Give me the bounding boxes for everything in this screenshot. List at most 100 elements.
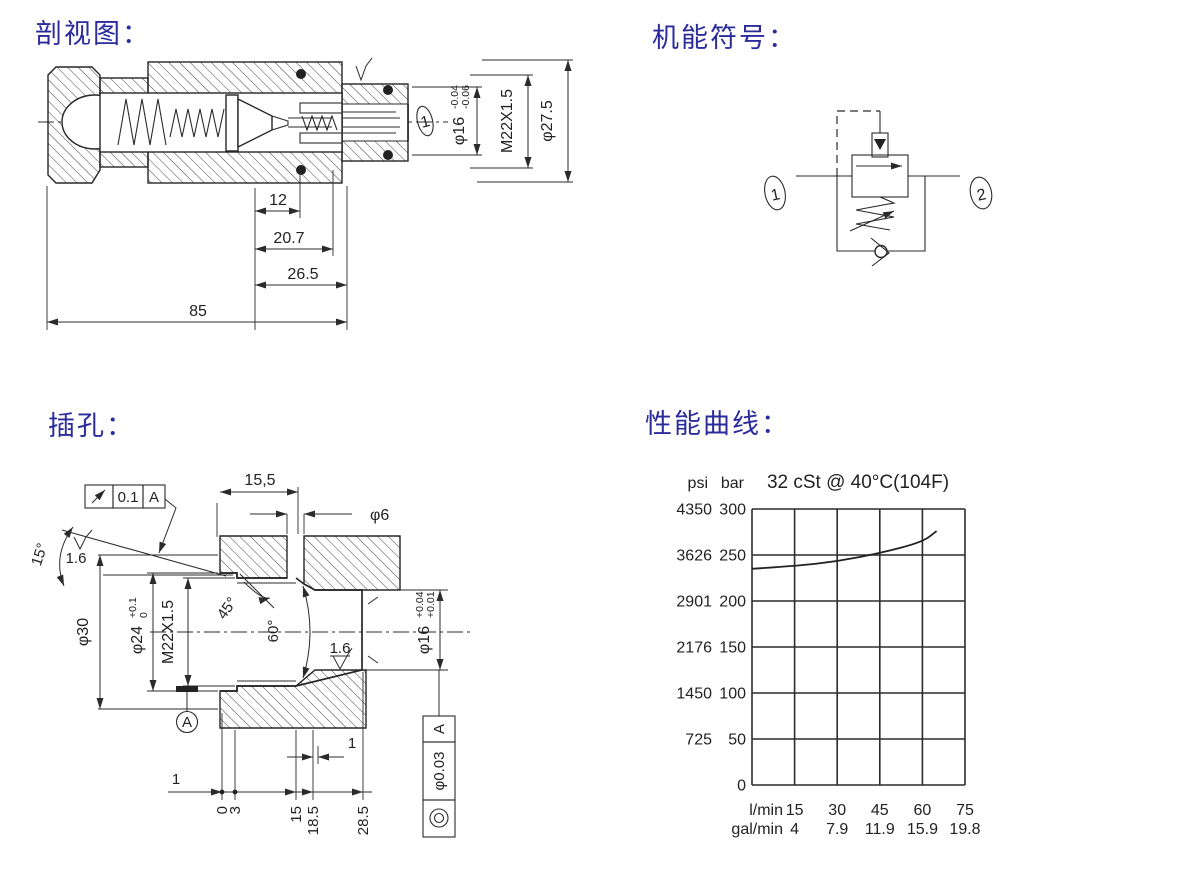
performance-curve xyxy=(751,530,938,570)
angle-45-label: 45° xyxy=(214,594,241,622)
cavity-material xyxy=(303,535,401,591)
svg-text:+0.1: +0.1 xyxy=(127,597,139,618)
rough-seal-label: 1.6 xyxy=(66,550,87,567)
galmin-tick-label: 19.8 xyxy=(949,821,980,838)
undercut-1-label: 1 xyxy=(348,735,356,752)
bypass-line xyxy=(836,176,926,252)
check-valve-seat-icon xyxy=(870,237,890,267)
psi-tick-label: 2176 xyxy=(676,640,712,657)
cavity-material xyxy=(219,669,367,729)
dim-85-label: 85 xyxy=(189,303,207,320)
main-valve-box xyxy=(851,154,909,198)
o-ring-icon xyxy=(383,150,393,160)
pilot-line xyxy=(836,110,880,176)
runout-datum: A xyxy=(149,489,159,506)
bar-axis-unit: bar xyxy=(721,475,745,492)
function-symbol-drawing: 1 2 xyxy=(764,110,993,267)
cavity-drawing: 15° 1.6 0.1 A 15,5 φ6 xyxy=(28,472,470,838)
angle-15-label: 15° xyxy=(28,541,51,568)
performance-chart: psi bar 32 cSt @ 40°C(104F) l/min gal/mi… xyxy=(676,472,980,838)
pilot-spring-icon xyxy=(301,114,338,132)
pilot-valve-box xyxy=(871,132,889,158)
surface-finish-icon xyxy=(355,57,373,82)
psi-tick-label: 725 xyxy=(685,732,712,749)
concentricity-frame: A φ0.03 xyxy=(422,670,456,838)
svg-text:+0.04: +0.04 xyxy=(414,591,426,618)
port1-balloon: 1 xyxy=(416,105,434,137)
spring-disc xyxy=(225,94,239,152)
adjustable-spring-icon xyxy=(855,196,896,231)
dim-20-7-label: 20.7 xyxy=(273,230,304,247)
psi-tick-label: 1450 xyxy=(676,686,712,703)
cavity-title: 插孔： xyxy=(48,411,135,441)
bar-tick-label: 300 xyxy=(719,502,746,519)
psi-tick-label: 4350 xyxy=(676,502,712,519)
lmin-tick-label: 30 xyxy=(828,802,846,819)
bar-tick-label: 200 xyxy=(719,594,746,611)
inner-spring-icon xyxy=(169,108,225,138)
psi-axis-unit: psi xyxy=(688,475,708,492)
chart-title: 32 cSt @ 40°C(104F) xyxy=(767,472,949,493)
chamfer-1-label: 1 xyxy=(172,771,180,788)
bar-tick-label: 150 xyxy=(719,640,746,657)
depth-0-label: 0 xyxy=(214,806,231,814)
datum-a: A xyxy=(175,686,199,734)
runout-icon xyxy=(91,489,106,504)
nose-bore xyxy=(343,104,408,141)
runout-frame: 0.1 A xyxy=(84,484,177,554)
galmin-tick-label: 7.9 xyxy=(826,821,848,838)
bar-tick-label: 50 xyxy=(728,732,746,749)
galmin-tick-label: 4 xyxy=(790,821,799,838)
o-ring-icon xyxy=(296,69,306,79)
svg-text:-0.06: -0.06 xyxy=(460,85,472,109)
pilot-poppet-icon xyxy=(874,139,886,150)
port1-balloon: 1 xyxy=(764,175,786,211)
angle-60-arc xyxy=(302,585,311,679)
svg-text:φ16: φ16 xyxy=(451,117,468,145)
performance-title: 性能曲线： xyxy=(645,409,790,439)
concentricity-datum: A xyxy=(431,724,448,734)
cavity-thread-label: M22X1.5 xyxy=(160,600,177,664)
dia16-tolerance-label: φ16 -0.04 -0.06 xyxy=(449,85,472,145)
svg-text:φ24: φ24 xyxy=(129,626,146,654)
dim-26-5-label: 26.5 xyxy=(287,266,318,283)
angle-15-arc xyxy=(56,526,74,587)
svg-text:+0.01: +0.01 xyxy=(425,591,437,618)
depth-15-label: 15 xyxy=(288,806,305,823)
dia24-tolerance-label: φ24 +0.1 0 xyxy=(127,597,150,654)
lmin-tick-label: 75 xyxy=(956,802,974,819)
depth-dimensions: 0 3 15 18.5 28.5 1 xyxy=(168,672,372,835)
lmin-axis-unit: l/min xyxy=(749,802,783,819)
depth-28-5-label: 28.5 xyxy=(355,806,372,835)
dia30-label: φ30 xyxy=(75,618,92,646)
galmin-tick-label: 11.9 xyxy=(865,821,895,838)
concentricity-value: φ0.03 xyxy=(431,752,448,791)
lmin-tick-label: 15 xyxy=(786,802,804,819)
rough-bore-label: 1.6 xyxy=(330,640,351,657)
depth-18-5-label: 18.5 xyxy=(305,806,322,835)
galmin-tick-label: 15.9 xyxy=(907,821,938,838)
depth-3-label: 3 xyxy=(227,806,244,814)
galmin-axis-unit: gal/min xyxy=(731,821,783,838)
surface-finish-icon xyxy=(330,647,353,671)
svg-text:0: 0 xyxy=(138,612,150,618)
lmin-tick-label: 60 xyxy=(914,802,932,819)
datum-a-label: A xyxy=(182,714,192,731)
fs-port2-label: 2 xyxy=(975,186,987,204)
chamfer-45-line xyxy=(239,573,275,609)
section-view-drawing: 1 φ16 -0.04 -0.06 M22X1.5 φ27.5 xyxy=(38,57,573,330)
fs-port1-label: 1 xyxy=(769,186,781,204)
zero-tick-label: 0 xyxy=(737,778,746,795)
dim-dia6-label: φ6 xyxy=(370,507,389,524)
concentricity-icon xyxy=(429,808,449,828)
port1-label: 1 xyxy=(419,113,432,132)
function-symbol-title: 机能符号： xyxy=(652,23,797,53)
port2-balloon: 2 xyxy=(969,176,993,210)
section-view-title: 剖视图： xyxy=(35,19,151,49)
o-ring-icon xyxy=(296,165,306,175)
dim-15-5-label: 15,5 xyxy=(244,472,275,489)
cavity-dia16-tolerance-label: φ16 +0.04 +0.01 xyxy=(414,591,437,654)
surface-finish-icon xyxy=(73,529,93,551)
